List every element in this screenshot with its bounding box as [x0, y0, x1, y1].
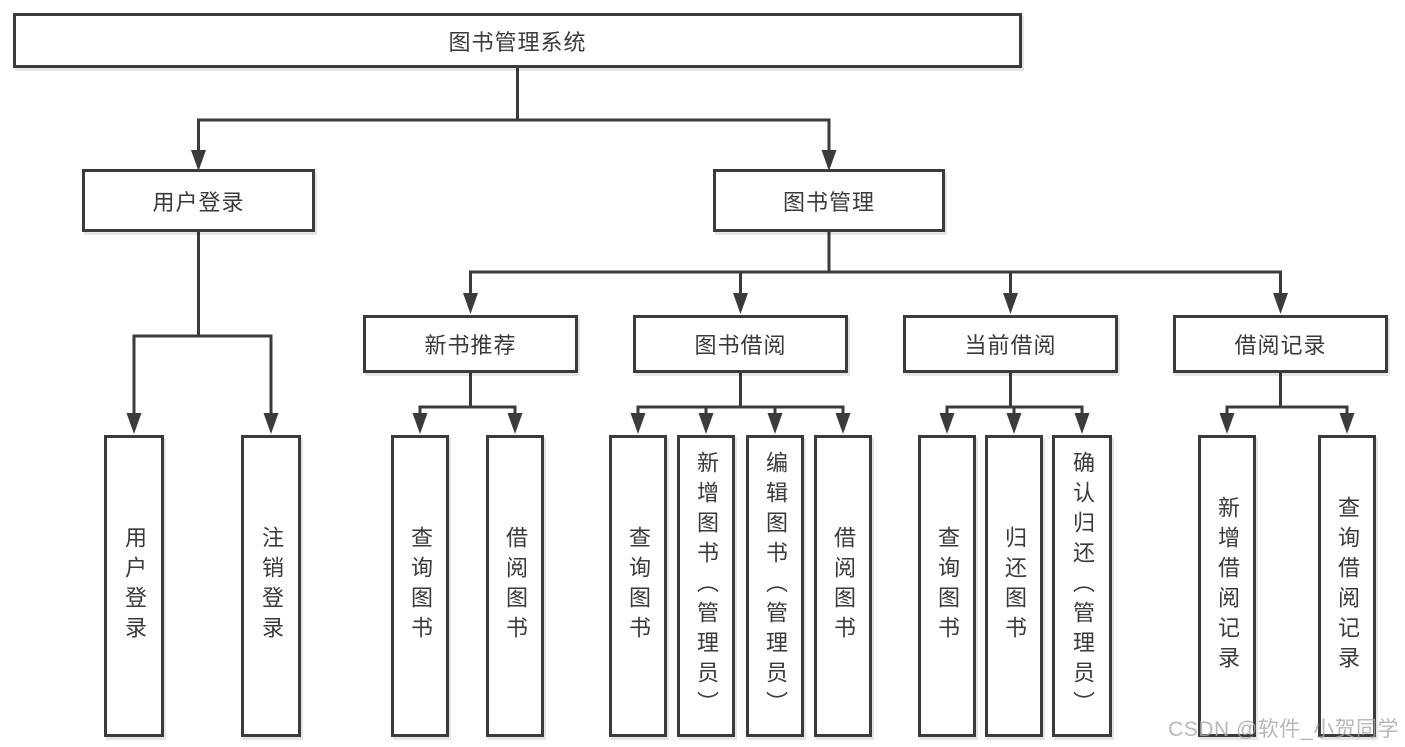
leaf-query-books-current: 查询图书 — [918, 435, 976, 737]
leaf-query-borrow-record-label: 查询借阅记录 — [1335, 496, 1360, 676]
leaf-return-book-label: 归还图书 — [1002, 526, 1027, 646]
leaf-user-login: 用户登录 — [104, 435, 164, 737]
leaf-query-books-borrow-label: 查询图书 — [626, 526, 651, 646]
node-root: 图书管理系统 — [13, 13, 1022, 68]
leaf-edit-book-admin-label: 编辑图书（管理员） — [763, 451, 788, 721]
leaf-edit-book-admin: 编辑图书（管理员） — [746, 435, 804, 737]
watermark-text: CSDN @软件_小贺同学 — [1168, 718, 1399, 741]
leaf-borrow-books-recommend-label: 借阅图书 — [503, 526, 528, 646]
leaf-logout: 注销登录 — [241, 435, 301, 737]
leaf-query-books-current-label: 查询图书 — [935, 526, 960, 646]
leaf-confirm-return-admin: 确认归还（管理员） — [1052, 435, 1112, 737]
leaf-borrow-books-borrow: 借阅图书 — [814, 435, 872, 737]
node-current-borrow-label: 当前借阅 — [964, 333, 1057, 358]
leaf-query-books-recommend: 查询图书 — [391, 435, 449, 737]
node-user-login-branch: 用户登录 — [82, 169, 315, 232]
leaf-query-books-recommend-label: 查询图书 — [408, 526, 433, 646]
node-root-label: 图书管理系统 — [448, 29, 587, 55]
leaf-borrow-books-recommend: 借阅图书 — [486, 435, 544, 737]
leaf-logout-label: 注销登录 — [259, 526, 284, 646]
leaf-return-book: 归还图书 — [985, 435, 1043, 737]
arrowheads — [126, 150, 1355, 434]
node-user-login-branch-label: 用户登录 — [152, 189, 245, 215]
node-book-management-branch-label: 图书管理 — [782, 189, 875, 215]
leaf-add-borrow-record-label: 新增借阅记录 — [1215, 496, 1240, 676]
node-current-borrow: 当前借阅 — [903, 315, 1118, 373]
node-book-management-branch: 图书管理 — [713, 169, 945, 232]
node-book-borrow-label: 图书借阅 — [694, 333, 787, 358]
node-borrow-records-label: 借阅记录 — [1234, 333, 1327, 358]
leaf-user-login-label: 用户登录 — [122, 526, 147, 646]
leaf-query-books-borrow: 查询图书 — [609, 435, 667, 737]
node-new-book-recommend: 新书推荐 — [363, 315, 578, 373]
leaf-add-book-admin: 新增图书（管理员） — [677, 435, 735, 737]
leaf-add-book-admin-label: 新增图书（管理员） — [694, 451, 719, 721]
leaf-query-borrow-record: 查询借阅记录 — [1318, 435, 1376, 737]
node-borrow-records: 借阅记录 — [1173, 315, 1388, 373]
leaf-add-borrow-record: 新增借阅记录 — [1198, 435, 1256, 737]
node-new-book-recommend-label: 新书推荐 — [424, 333, 517, 358]
leaf-confirm-return-admin-label: 确认归还（管理员） — [1070, 451, 1095, 721]
node-book-borrow: 图书借阅 — [633, 315, 848, 373]
leaf-borrow-books-borrow-label: 借阅图书 — [831, 526, 856, 646]
